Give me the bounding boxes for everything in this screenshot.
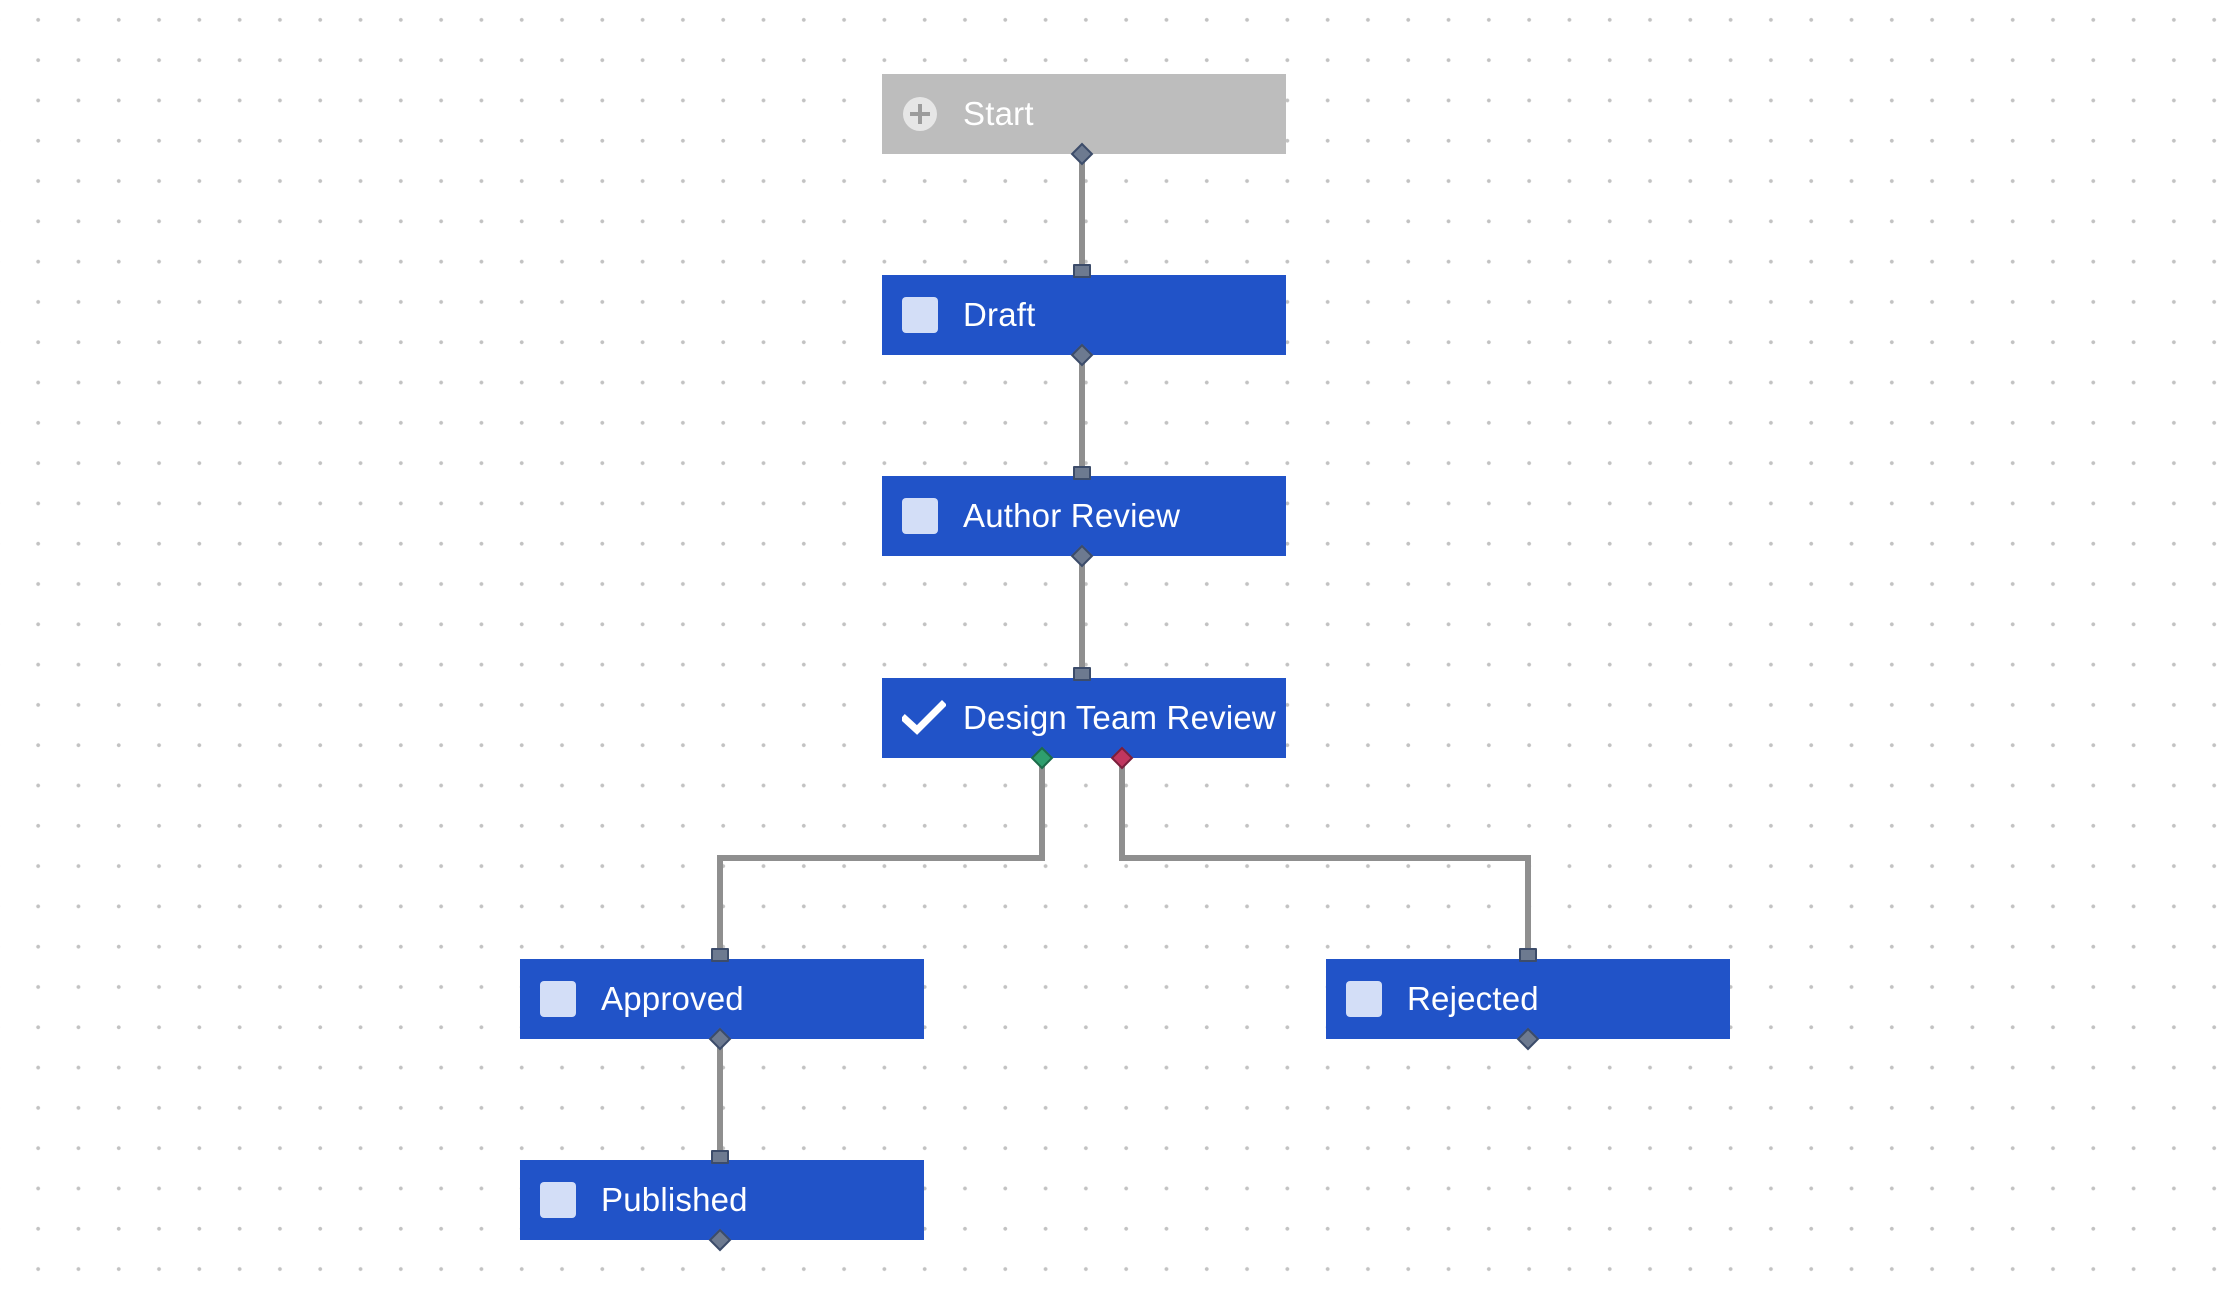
plus-circle-icon [902, 96, 938, 132]
connector-design-team-review-to-rejected[interactable] [1119, 757, 1531, 955]
node-label: Rejected [1407, 980, 1539, 1017]
input-port-published[interactable] [711, 1150, 729, 1164]
node-published[interactable]: Published [520, 1160, 924, 1240]
node-approved[interactable]: Approved [520, 959, 924, 1039]
checkbox-icon [1346, 981, 1382, 1017]
connector-design-team-review-to-approved[interactable] [717, 757, 1045, 955]
checkbox-icon [540, 1182, 576, 1218]
input-port-design-team-review[interactable] [1073, 667, 1091, 681]
node-draft[interactable]: Draft [882, 275, 1286, 355]
node-label: Published [601, 1181, 748, 1218]
node-label: Author Review [963, 497, 1181, 534]
checkbox-icon [902, 498, 938, 534]
checkbox-icon [902, 297, 938, 333]
node-design-team-review[interactable]: Design Team Review [882, 678, 1286, 758]
checkbox-icon [540, 981, 576, 1017]
node-label: Design Team Review [963, 699, 1276, 736]
node-label: Approved [601, 980, 744, 1017]
input-port-author-review[interactable] [1073, 466, 1091, 480]
node-label: Start [963, 95, 1034, 132]
checkmark-icon [902, 700, 946, 736]
input-port-approved[interactable] [711, 948, 729, 962]
input-port-draft[interactable] [1073, 264, 1091, 278]
input-port-rejected[interactable] [1519, 948, 1537, 962]
node-start[interactable]: Start [882, 74, 1286, 154]
node-author-review[interactable]: Author Review [882, 476, 1286, 556]
node-rejected[interactable]: Rejected [1326, 959, 1730, 1039]
node-label: Draft [963, 296, 1036, 333]
